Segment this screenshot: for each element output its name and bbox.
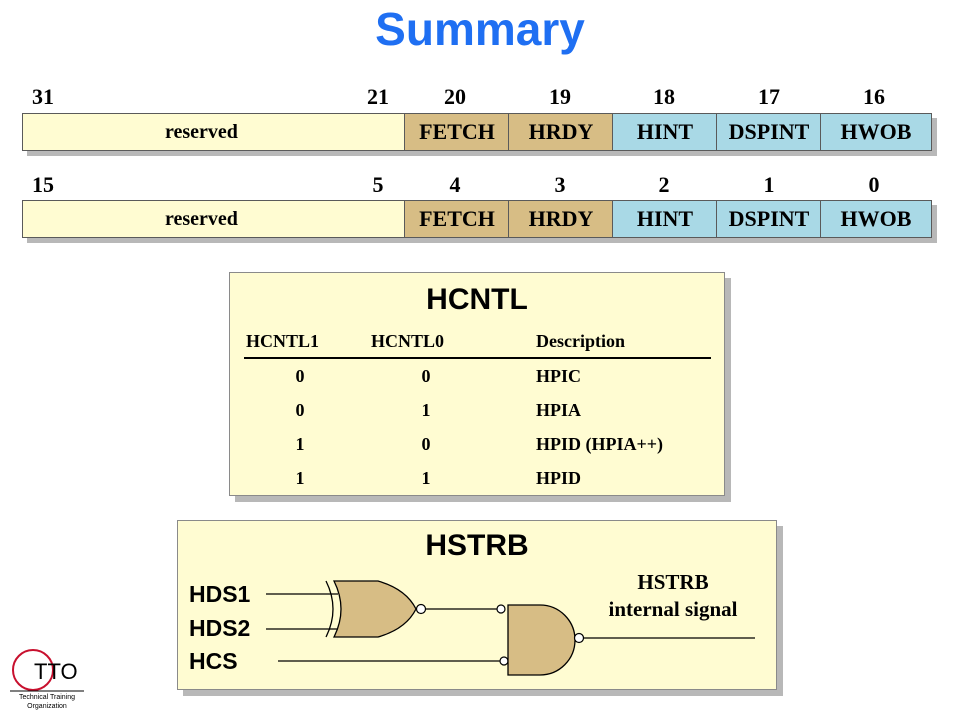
field-fetch: FETCH bbox=[404, 200, 509, 238]
bit-number: 31 bbox=[32, 84, 54, 109]
register-bar: reserved FETCH HRDY HINT DSPINT HWOB bbox=[22, 200, 932, 238]
output-label-line2: internal signal bbox=[608, 597, 738, 621]
hcntl-header-1: HCNTL1 bbox=[246, 331, 320, 351]
description-value: HPID bbox=[536, 468, 581, 488]
hcntl0-value: 0 bbox=[421, 366, 431, 386]
tto-logo: TTO Technical Training Organization bbox=[8, 648, 86, 714]
bit-number: 3 bbox=[554, 172, 566, 197]
bit-number: 4 bbox=[449, 172, 461, 197]
hcntl-header-description: Description bbox=[536, 331, 625, 351]
field-hwob: HWOB bbox=[820, 200, 932, 238]
page-title: Summary bbox=[375, 3, 585, 55]
register-bar: reserved FETCH HRDY HINT DSPINT HWOB bbox=[22, 113, 932, 151]
field-hint: HINT bbox=[612, 200, 717, 238]
bit-number: 21 bbox=[367, 84, 389, 109]
hcntl0-value: 0 bbox=[421, 434, 431, 454]
logo-line1: Technical Training bbox=[18, 694, 76, 701]
field-dspint: DSPINT bbox=[716, 200, 821, 238]
field-reserved: reserved bbox=[22, 200, 404, 238]
field-hwob: HWOB bbox=[820, 113, 932, 151]
bit-number: 16 bbox=[863, 84, 885, 109]
field-hrdy: HRDY bbox=[508, 200, 613, 238]
hcntl1-value: 1 bbox=[295, 434, 305, 454]
hcntl1-value: 0 bbox=[295, 400, 305, 420]
description-value: HPIA bbox=[536, 400, 581, 420]
hcntl1-value: 1 bbox=[295, 468, 305, 488]
bit-number: 1 bbox=[763, 172, 775, 197]
bit-number: 0 bbox=[868, 172, 880, 197]
bit-number: 18 bbox=[653, 84, 675, 109]
bit-number: 17 bbox=[758, 84, 780, 109]
logo-line2: Organization bbox=[27, 703, 67, 710]
field-dspint: DSPINT bbox=[716, 113, 821, 151]
hstrb-logic-diagram bbox=[266, 580, 755, 676]
xor-gate bbox=[332, 580, 417, 638]
field-hint: HINT bbox=[612, 113, 717, 151]
bit-number: 5 bbox=[372, 172, 384, 197]
input-hds1: HDS1 bbox=[189, 581, 251, 607]
description-value: HPIC bbox=[536, 366, 581, 386]
hcntl-header-rule bbox=[244, 357, 711, 359]
output-label: HSTRB internal signal bbox=[578, 569, 768, 623]
input-hcs: HCS bbox=[189, 648, 238, 674]
xor-input-curve bbox=[325, 580, 334, 638]
hcntl-title: HCNTL bbox=[426, 283, 528, 316]
and-gate bbox=[507, 604, 576, 676]
hstrb-panel: HSTRB HDS1 HDS2 HCS HSTRB internal signa… bbox=[177, 520, 777, 690]
field-hrdy: HRDY bbox=[508, 113, 613, 151]
bit-number: 20 bbox=[444, 84, 466, 109]
logo-circle-icon bbox=[10, 649, 84, 692]
and-input-bubble-bottom bbox=[499, 656, 509, 666]
and-invert-bubble bbox=[573, 632, 585, 644]
bit-number: 2 bbox=[658, 172, 670, 197]
bit-number: 15 bbox=[32, 172, 54, 197]
input-hds2: HDS2 bbox=[189, 615, 251, 641]
hcntl0-value: 1 bbox=[421, 400, 431, 420]
hcntl-panel: HCNTL HCNTL1 HCNTL0 Description 0 0 HPIC… bbox=[229, 272, 725, 496]
xor-invert-bubble bbox=[415, 603, 427, 615]
output-label-line1: HSTRB bbox=[637, 570, 709, 594]
hcntl0-value: 1 bbox=[421, 468, 431, 488]
hcntl1-value: 0 bbox=[295, 366, 305, 386]
hcntl-header-0: HCNTL0 bbox=[371, 331, 445, 351]
bit-number: 19 bbox=[549, 84, 571, 109]
logo-letters: TTO bbox=[34, 659, 78, 684]
field-fetch: FETCH bbox=[404, 113, 509, 151]
and-input-bubble-top bbox=[496, 604, 506, 614]
hstrb-title: HSTRB bbox=[425, 529, 529, 562]
field-reserved: reserved bbox=[22, 113, 404, 151]
description-value: HPID (HPIA++) bbox=[536, 434, 664, 454]
